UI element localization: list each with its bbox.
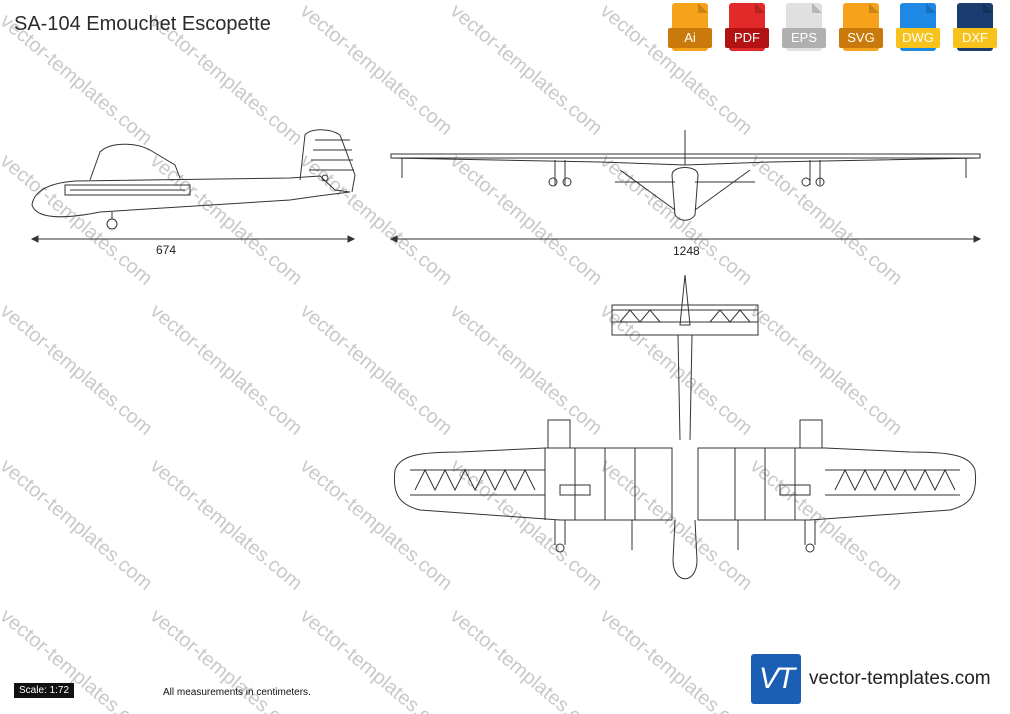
ai-download-button[interactable]: Ai (668, 3, 712, 53)
format-label: DWG (896, 28, 940, 48)
dxf-download-button[interactable]: DXF (953, 3, 997, 53)
side-view (31, 129, 356, 230)
front-span-label: 1248 (673, 244, 700, 258)
format-label: SVG (839, 28, 883, 48)
vt-logo-icon: VT (751, 654, 801, 704)
pdf-download-button[interactable]: PDF (725, 3, 769, 53)
dwg-download-button[interactable]: DWG (896, 3, 940, 53)
top-view (393, 274, 977, 580)
brand-url: vector-templates.com (809, 668, 991, 689)
front-dimension-line (389, 235, 982, 243)
format-label: EPS (782, 28, 826, 48)
format-icons: Ai PDF EPS SVG DWG DXF (668, 3, 1008, 57)
page-title: SA-104 Emouchet Escopette (14, 13, 271, 35)
svg-download-button[interactable]: SVG (839, 3, 883, 53)
format-label: DXF (953, 28, 997, 48)
scale-badge: Scale: 1:72 (14, 683, 75, 698)
eps-download-button[interactable]: EPS (782, 3, 826, 53)
measurement-note: All measurements in centimeters. (163, 687, 311, 698)
side-dimension-line (30, 235, 356, 243)
side-length-label: 674 (156, 243, 177, 257)
format-label: PDF (725, 28, 769, 48)
brand-link[interactable]: VT vector-templates.com (751, 654, 1006, 704)
format-label: Ai (668, 28, 712, 48)
front-view (390, 130, 981, 221)
